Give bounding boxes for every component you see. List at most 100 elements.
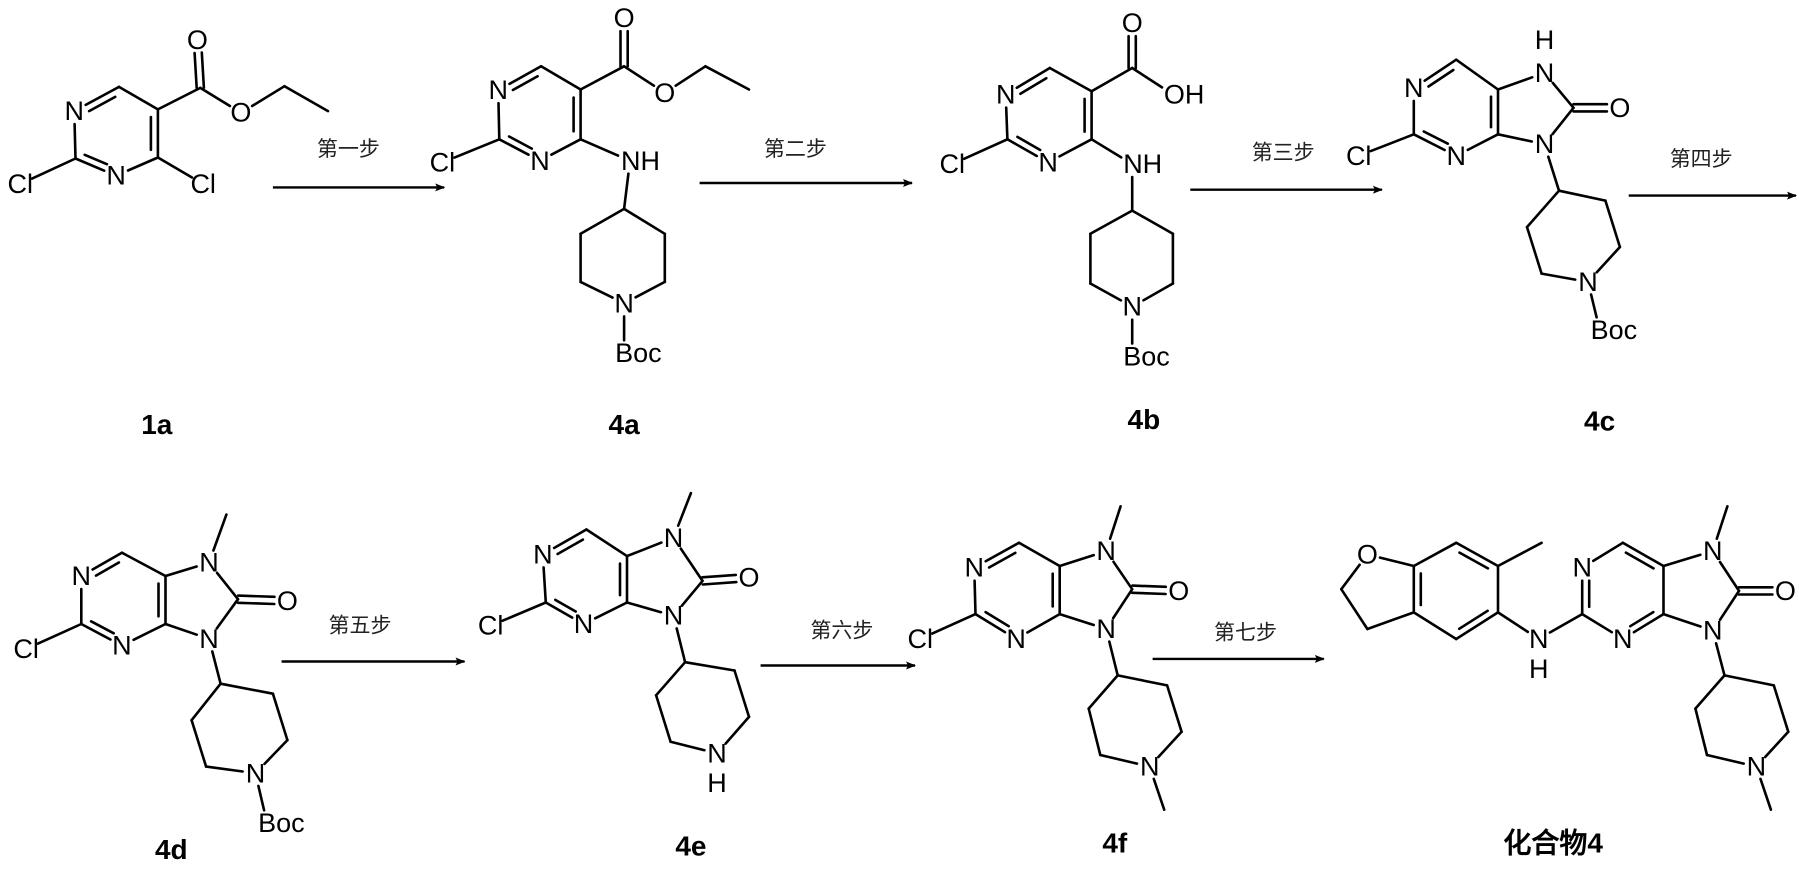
single-bond — [1341, 589, 1367, 629]
single-bond — [544, 567, 546, 602]
single-bond — [1542, 274, 1576, 280]
single-bond — [1498, 134, 1532, 141]
atom-label: O — [187, 25, 208, 55]
single-bond — [1060, 555, 1094, 566]
atom-label: H — [707, 768, 727, 798]
single-bond — [678, 493, 691, 526]
compound-4f: NNClNONN4f — [908, 506, 1190, 858]
single-bond — [595, 603, 627, 619]
single-bond — [1118, 675, 1167, 685]
atom-label: N — [1572, 553, 1592, 583]
atom-label: H — [1529, 654, 1549, 684]
atom-label: O — [1357, 539, 1378, 569]
atom-label: O — [1775, 576, 1796, 606]
compound-1a: NNClClOO1a — [8, 25, 328, 440]
compound-4a: NNClNHOONBoc4a — [430, 3, 749, 440]
atom-label: O — [1168, 576, 1189, 606]
single-bond — [38, 624, 81, 644]
single-bond — [1100, 755, 1137, 764]
single-bond — [1113, 589, 1132, 618]
single-bond — [1114, 562, 1133, 589]
atom-label: N — [1703, 536, 1723, 566]
single-bond — [212, 652, 220, 684]
single-bond — [258, 786, 264, 810]
single-bond — [1695, 675, 1724, 708]
atom-label: N — [1613, 624, 1633, 654]
double-bond — [976, 614, 1006, 632]
single-bond — [1092, 68, 1133, 91]
compound-label: 1a — [141, 409, 173, 440]
atom-label: N — [1703, 616, 1723, 646]
double-bond — [1007, 139, 1036, 156]
single-bond — [192, 720, 207, 766]
single-bond — [1090, 284, 1121, 301]
double-bond — [546, 603, 572, 618]
atom-label: Boc — [1123, 342, 1170, 372]
double-bond — [238, 596, 274, 597]
single-bond — [217, 599, 238, 628]
single-bond — [1695, 709, 1707, 755]
single-bond — [1456, 60, 1498, 90]
single-bond — [726, 717, 749, 744]
atom-label: O — [230, 98, 251, 128]
atom-label: N — [1529, 624, 1549, 654]
double-bond — [510, 66, 542, 84]
atom-label: O — [1122, 8, 1143, 38]
single-bond — [1090, 211, 1132, 234]
double-bond — [1132, 593, 1166, 594]
single-bond — [1380, 558, 1414, 566]
double-bond-inner — [1460, 553, 1488, 569]
single-bond — [1144, 284, 1173, 301]
reaction-step-2: 第二步 — [700, 137, 912, 183]
single-bond — [681, 549, 703, 581]
atom-label: N — [1038, 148, 1058, 178]
single-bond — [213, 515, 226, 551]
step-label: 第四步 — [1670, 147, 1733, 171]
double-bond-inner — [1630, 612, 1653, 626]
single-bond — [1498, 77, 1532, 89]
single-bond — [1664, 555, 1701, 566]
compound-化合物4: ONHNNNONN化合物4 — [1341, 506, 1796, 858]
single-bond — [551, 139, 580, 154]
double-bond — [1132, 586, 1165, 587]
atom-label: N — [112, 631, 132, 661]
double-bond-inner — [89, 97, 115, 111]
single-bond — [221, 684, 273, 694]
single-bond — [1716, 643, 1724, 675]
atom-label: N — [246, 758, 266, 788]
single-bond — [1110, 506, 1121, 538]
atom-label: Cl — [478, 611, 504, 641]
single-bond — [685, 662, 734, 670]
double-bond — [499, 139, 528, 154]
compound-4b: NNClNHOOHNBoc4b — [940, 8, 1205, 435]
atom-label: N — [106, 161, 126, 191]
single-bond — [671, 742, 705, 750]
double-bond-inner — [513, 76, 538, 90]
scheme-content: NNClClOO1aNNClNHOONBoc4aNNClNHOOHNBoc4bN… — [8, 3, 1796, 865]
atom-label: NH — [621, 146, 660, 176]
step-label: 第一步 — [317, 137, 380, 161]
atom-label: O — [614, 3, 635, 33]
reaction-step-1: 第一步 — [273, 137, 444, 187]
single-bond — [636, 282, 665, 297]
compound-label: 4f — [1102, 827, 1128, 858]
atom-label: N — [965, 553, 985, 583]
single-bond — [581, 66, 625, 89]
single-bond — [1725, 675, 1774, 685]
single-bond — [75, 124, 76, 158]
double-bond — [195, 53, 197, 88]
double-bond — [986, 543, 1019, 562]
single-bond — [1089, 709, 1101, 755]
single-bond — [1774, 685, 1789, 731]
double-bond — [93, 553, 122, 570]
double-bond-inner — [1429, 70, 1454, 87]
single-bond — [586, 530, 627, 557]
double-bond — [1634, 614, 1664, 632]
step-label: 第二步 — [764, 137, 827, 161]
single-bond — [624, 174, 628, 209]
atom-label: O — [654, 78, 675, 108]
atom-label: N — [1747, 752, 1767, 782]
single-bond — [1591, 295, 1597, 318]
atom-label: Cl — [940, 149, 966, 179]
single-bond — [166, 567, 197, 577]
